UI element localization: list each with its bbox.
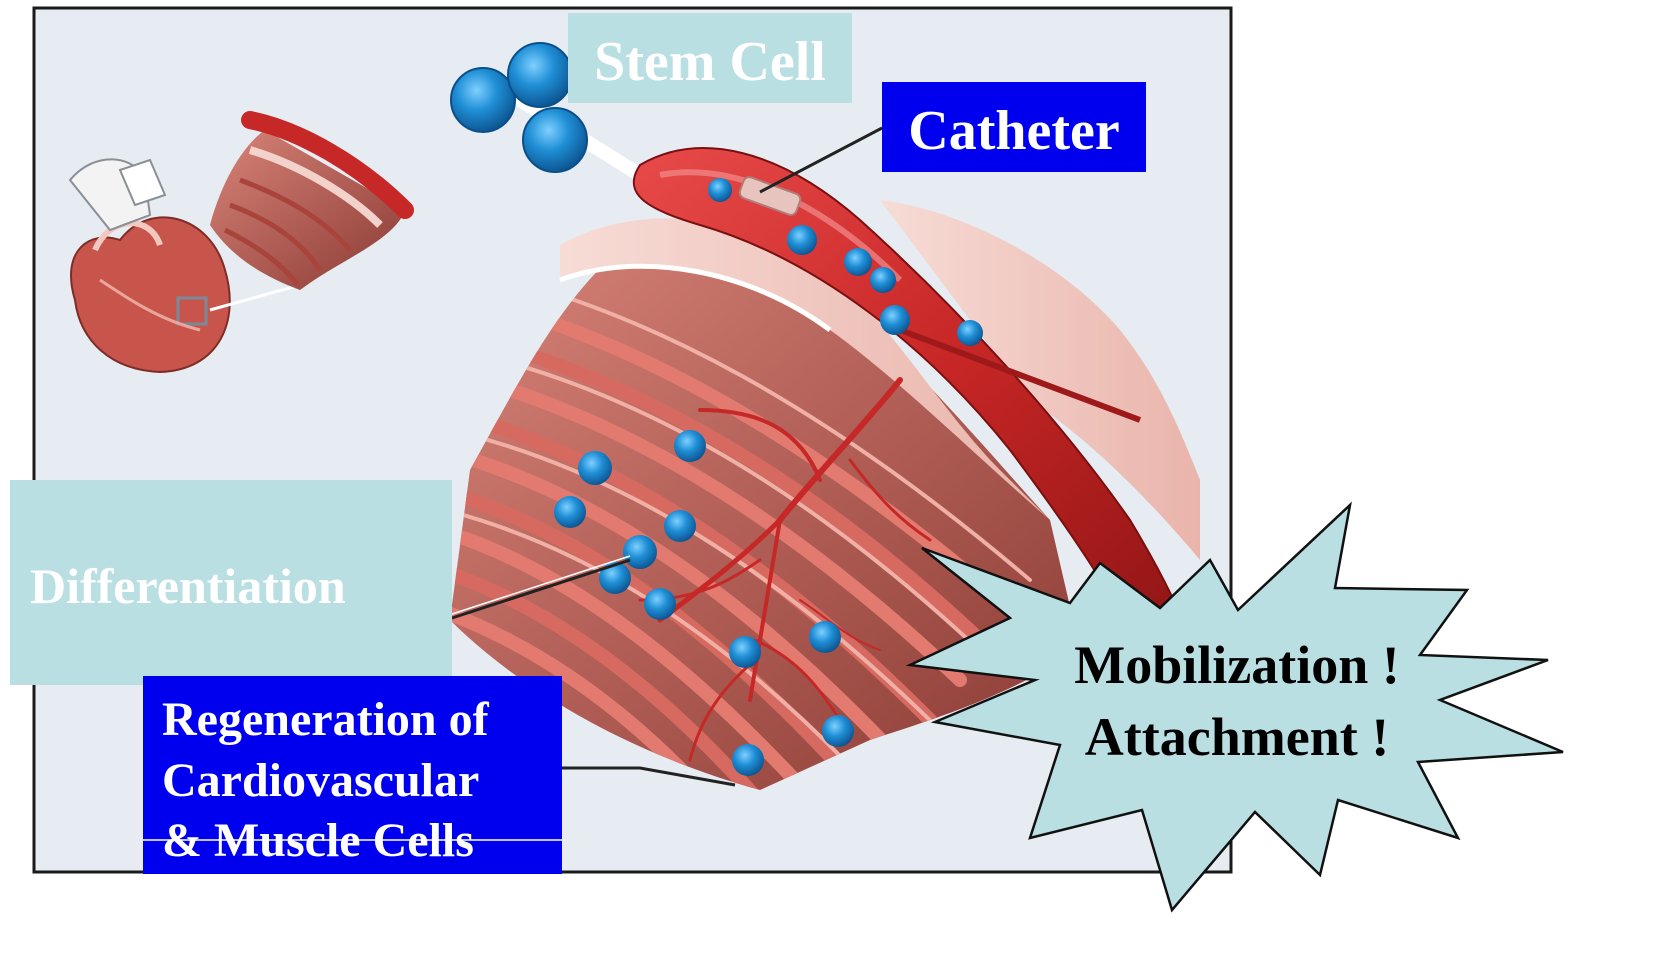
stem-cell-label: Stem Cell [568, 13, 852, 103]
differentiation-label: Differentiation [10, 480, 452, 685]
starburst-line-1: Mobilization ! [1074, 635, 1399, 695]
regeneration-label-line-1: Regeneration of [162, 693, 490, 746]
catheter-label: Catheter [882, 82, 1146, 172]
differentiation-label-text: Differentiation [30, 558, 346, 614]
starburst-line-2: Attachment ! [1085, 707, 1389, 767]
catheter-label-text: Catheter [908, 100, 1119, 162]
stem-cell-label-text: Stem Cell [594, 31, 826, 93]
regeneration-label-line-2: Cardiovascular [162, 754, 479, 807]
regeneration-label: Regeneration of Cardiovascular & Muscle … [143, 676, 562, 874]
